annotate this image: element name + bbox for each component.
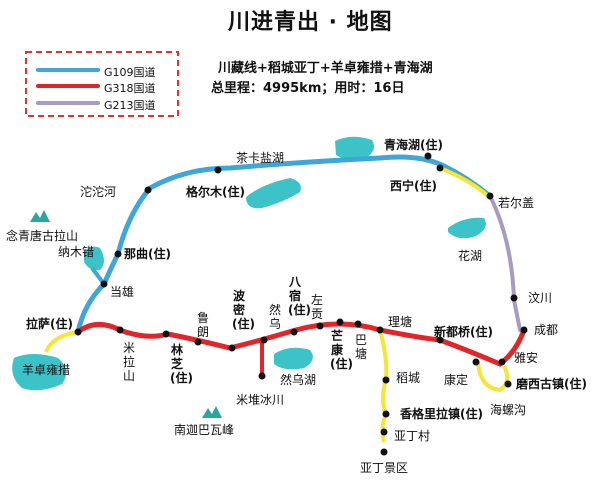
yamdrok-shape [12, 354, 67, 391]
yamdrok-branch [44, 330, 79, 353]
map-title: 川进青出 · 地图 [228, 10, 393, 35]
stop-dot-lulang [194, 338, 202, 346]
place-chaka: 茶卡盐湖 [236, 151, 285, 165]
mountain-icon [202, 406, 222, 418]
place-basu: 八宿(住) [288, 275, 311, 317]
stop-dot-midui [258, 372, 266, 380]
place-bomi: 波密(住) [232, 289, 255, 331]
stop-dot-milashan [116, 326, 124, 334]
stop-dot-basu [290, 328, 298, 336]
place-moxi: 磨西古镇(住) [516, 377, 587, 391]
place-yaan: 雅安 [514, 351, 539, 365]
stop-dot-yading-scenic [380, 448, 388, 456]
g213-route [488, 194, 522, 332]
place-nyenchen: 念青唐古拉山 [6, 229, 79, 243]
stop-dot-lhasa [74, 328, 82, 336]
place-golmud: 格尔木(住) [186, 185, 245, 199]
stop-dot-xinduqiao [436, 336, 444, 344]
place-qinghai-lake: 青海湖(住) [384, 138, 443, 152]
place-chengdu: 成都 [534, 323, 559, 337]
qinghai-lake-shape [335, 136, 374, 160]
trip-stats: 总里程：4995km；用时：16日 [211, 81, 405, 96]
place-huahu: 花湖 [458, 249, 483, 263]
stop-dot-tuotuohe [144, 186, 152, 194]
chaka-lake-shape [246, 178, 301, 209]
stop-dots [74, 152, 528, 456]
stop-dot-golmud [214, 166, 222, 174]
mountain-icon [30, 210, 50, 222]
stop-dot-daocheng [382, 376, 390, 384]
legend-g213-label: G213国道 [104, 99, 156, 112]
stop-dot-nagqu [114, 250, 122, 258]
place-yading-scenic: 亚丁景区 [360, 461, 409, 475]
place-yamdrok: 羊卓雍措 [22, 363, 71, 377]
stop-dot-dangxiong [100, 280, 108, 288]
stop-dot-litang [376, 326, 384, 334]
place-nyingchi: 林芝(住) [170, 343, 193, 385]
place-ruoergai: 若尔盖 [498, 196, 535, 210]
yading-branch [378, 329, 389, 443]
place-wenchuan: 汶川 [528, 291, 553, 305]
place-namtso: 纳木错 [58, 245, 95, 259]
place-nagqu: 那曲(住) [124, 247, 171, 261]
stop-dot-batang [354, 320, 362, 328]
place-ranwu: 然乌 [268, 303, 281, 331]
ranwu-lake-shape [274, 347, 313, 370]
place-ranwu-lake: 然乌湖 [280, 373, 317, 387]
stop-dot-moxi [504, 380, 512, 388]
place-xining: 西宁(住) [390, 179, 437, 193]
place-lhasa: 拉萨(住) [26, 317, 73, 331]
place-daocheng: 稻城 [396, 371, 421, 385]
stop-dot-wenchuan [510, 294, 518, 302]
stop-dot-xining [436, 164, 444, 172]
huahu-shape [448, 217, 486, 239]
legend-box [25, 51, 179, 117]
stop-dot-qinghai [424, 152, 432, 160]
stop-dot-kangding [472, 358, 480, 366]
legend-g109-label: G109国道 [104, 66, 156, 79]
place-litang: 理塘 [388, 315, 413, 329]
route-summary: 川藏线+稻城亚丁+羊卓雍措+青海湖 [218, 61, 433, 76]
place-mangkang: 芒康(住) [330, 329, 353, 371]
place-tuotuohe: 沱沱河 [80, 185, 117, 199]
legend-g318-label: G318国道 [104, 82, 156, 95]
g109-route [75, 154, 493, 335]
stop-dot-mangkang [336, 318, 344, 326]
stop-dot-shangri [382, 410, 390, 418]
place-dangxiong: 当雄 [110, 285, 135, 299]
stop-dot-yading-village [380, 428, 388, 436]
stop-dot-chengdu [520, 326, 528, 334]
place-batang: 巴塘 [354, 333, 367, 361]
namtso-shape [84, 246, 104, 271]
place-kangding: 康定 [444, 373, 469, 387]
place-lulang: 鲁朗 [196, 311, 209, 339]
hailuogou-branch [476, 361, 510, 393]
place-yading-village: 亚丁村 [394, 429, 431, 443]
place-zuogong: 左贡 [310, 293, 323, 321]
stop-dot-ranwu [260, 336, 268, 344]
place-midui: 米堆冰川 [236, 393, 285, 407]
xining-branch [439, 166, 490, 198]
place-milashan: 米拉山 [122, 341, 135, 383]
place-xinduqiao: 新都桥(住) [434, 325, 493, 339]
place-shangri: 香格里拉镇(住) [400, 407, 483, 421]
stop-dot-bomi [228, 344, 236, 352]
place-hailuogou: 海螺沟 [490, 403, 527, 417]
stop-dot-nyingchi [162, 330, 170, 338]
stop-dot-zuogong [316, 322, 324, 330]
stop-dot-ruoergai [486, 192, 494, 200]
stop-dot-yaan [498, 358, 506, 366]
place-namcha: 南迦巴瓦峰 [174, 423, 235, 437]
